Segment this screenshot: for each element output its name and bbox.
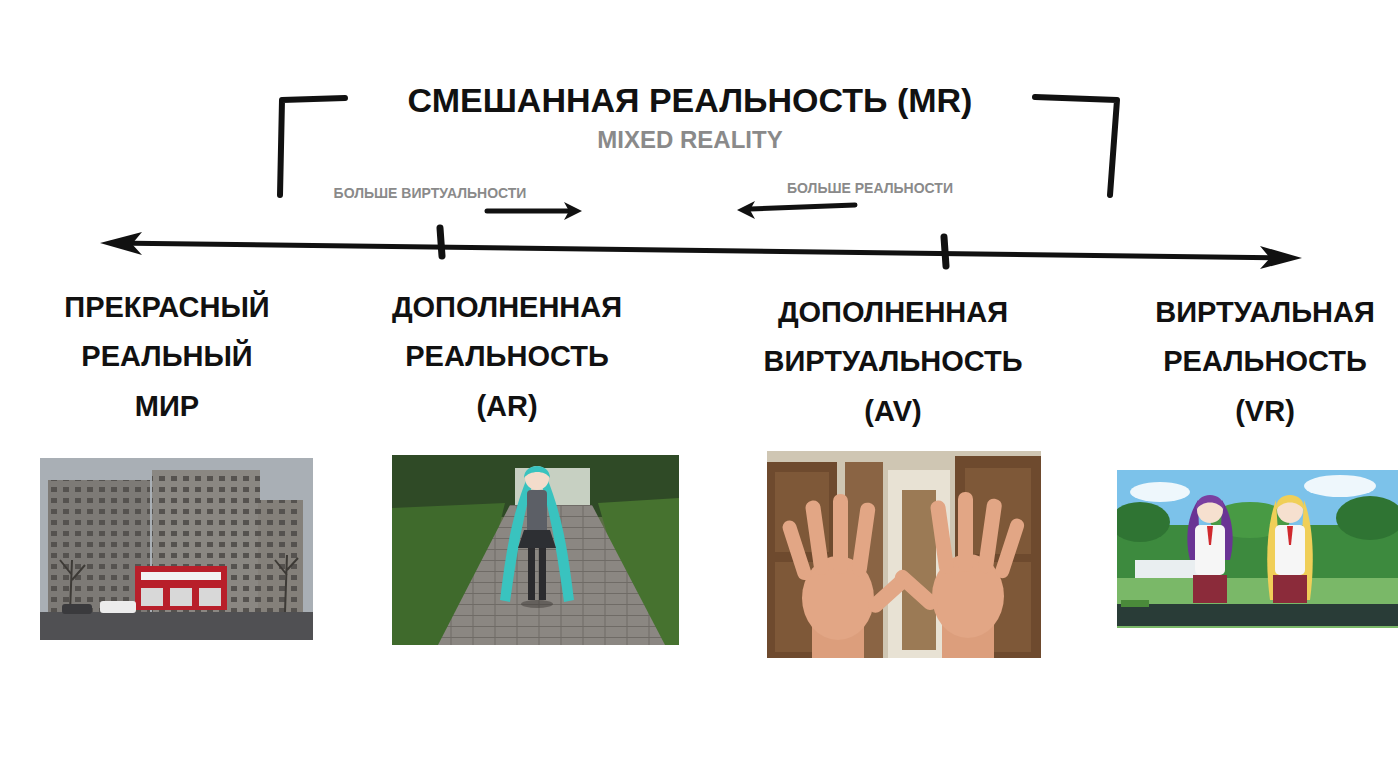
direction-arrow xyxy=(487,209,568,214)
hand-figure xyxy=(892,567,941,613)
direction-label: БОЛЬШЕ ВИРТУАЛЬНОСТИ xyxy=(334,185,527,202)
virtual-reality-screenshot xyxy=(1195,525,1225,575)
category-label: ДОПОЛНЕННАЯ РЕАЛЬНОСТЬ (AR) xyxy=(372,283,642,431)
real-world-photo xyxy=(40,458,313,640)
real-world-photo xyxy=(40,612,313,640)
real-world-photo xyxy=(60,555,298,612)
virtual-reality-screenshot xyxy=(1336,496,1398,540)
augmented-reality-photo xyxy=(528,548,535,600)
augmented-virtuality-photo xyxy=(767,451,1041,658)
virtual-reality-screenshot xyxy=(1117,578,1398,628)
hand-figure xyxy=(977,498,1002,574)
augmented-reality-photo xyxy=(524,466,550,478)
mixed-reality-bracket xyxy=(280,98,345,195)
virtual-reality-screenshot xyxy=(1287,526,1293,545)
category-label: ДОПОЛНЕННАЯ ВИРТУАЛЬНОСТЬ (AV) xyxy=(743,288,1043,436)
hand-figure xyxy=(805,500,830,576)
virtual-reality-screenshot xyxy=(1117,470,1398,628)
real-world-photo xyxy=(170,588,192,606)
reality-axis xyxy=(100,228,1302,269)
augmented-reality-photo xyxy=(525,466,549,490)
real-world-photo xyxy=(141,588,163,606)
reality-axis xyxy=(100,232,142,255)
direction-arrow xyxy=(564,202,582,220)
virtual-reality-screenshot xyxy=(1117,470,1398,628)
augmented-virtuality-photo xyxy=(767,451,1041,658)
hand-figure xyxy=(930,500,955,575)
real-world-photo xyxy=(40,458,313,640)
subtitle-label: MIXED REALITY xyxy=(597,126,782,155)
virtual-reality-screenshot xyxy=(1275,525,1305,575)
augmented-reality-photo xyxy=(527,490,547,534)
reality-axis xyxy=(112,243,1290,258)
augmented-reality-photo xyxy=(438,505,665,645)
hand-figure xyxy=(781,492,1026,658)
direction-label: БОЛЬШЕ РЕАЛЬНОСТИ xyxy=(787,180,953,197)
diagram-title: СМЕШАННАЯ РЕАЛЬНОСТЬ (MR) xyxy=(398,80,983,121)
real-world-photo xyxy=(48,480,150,618)
augmented-reality-photo xyxy=(521,600,553,608)
hand-figure xyxy=(851,502,876,577)
virtual-reality-screenshot xyxy=(1276,495,1304,510)
mixed-reality-bracket xyxy=(1035,97,1117,195)
real-world-photo xyxy=(135,566,227,610)
virtual-reality-screenshot xyxy=(1273,575,1307,603)
reality-axis xyxy=(1260,246,1302,269)
augmented-reality-photo xyxy=(392,455,679,645)
augmented-reality-photo xyxy=(518,530,556,548)
direction-arrow xyxy=(737,201,755,219)
real-world-photo xyxy=(48,480,150,618)
real-world-photo xyxy=(199,588,221,606)
augmented-virtuality-photo xyxy=(902,490,936,650)
virtual-reality-screenshot xyxy=(1304,475,1376,497)
virtual-reality-screenshot xyxy=(1121,600,1149,607)
virtual-reality-screenshot xyxy=(1193,575,1227,603)
augmented-reality-photo xyxy=(392,455,679,645)
virtual-reality-screenshot xyxy=(1117,502,1170,542)
category-label: ПРЕКРАСНЫЙ РЕАЛЬНЫЙ МИР xyxy=(53,283,281,431)
virtual-reality-screenshot xyxy=(1117,604,1398,626)
virtual-reality-screenshot xyxy=(1130,482,1190,502)
direction-arrow xyxy=(487,201,855,220)
virtual-reality-screenshot xyxy=(1196,495,1224,510)
real-world-photo xyxy=(141,572,221,580)
category-label: ВИРТУАЛЬНАЯ РЕАЛЬНОСТЬ (VR) xyxy=(1138,288,1393,436)
hand-figure xyxy=(833,494,848,574)
reality-axis xyxy=(944,237,946,266)
virtual-reality-screenshot xyxy=(1207,526,1213,545)
reality-axis xyxy=(440,228,442,256)
direction-arrow xyxy=(750,205,855,209)
real-world-photo xyxy=(62,604,92,614)
hand-figure xyxy=(958,492,973,572)
augmented-reality-photo xyxy=(539,548,546,600)
hand-figure xyxy=(781,519,813,582)
real-world-photo xyxy=(100,601,136,613)
